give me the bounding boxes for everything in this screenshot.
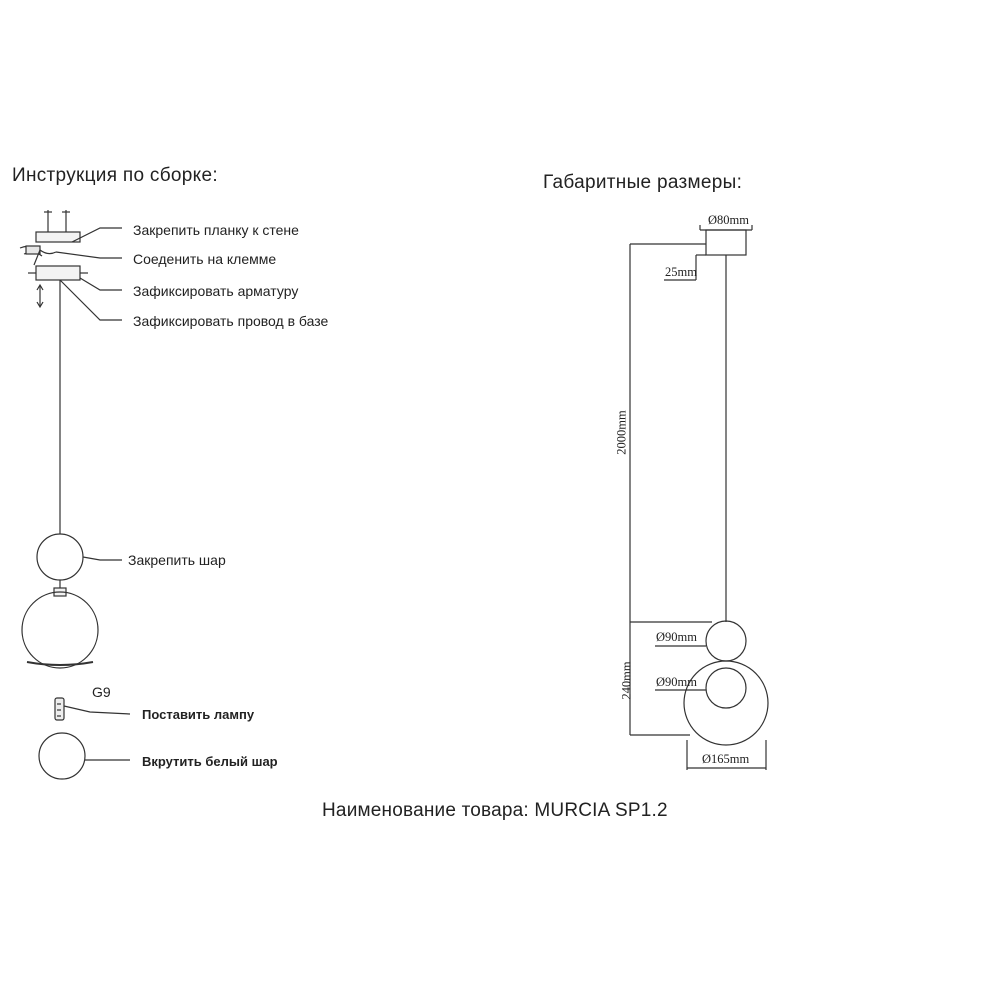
g9-lamp-icon: [54, 697, 131, 721]
canopy-height-label: 25mm: [665, 265, 697, 279]
step-mount-bar: Закрепить планку к стене: [133, 222, 299, 238]
step-screw-ball: Вкрутить белый шар: [142, 754, 278, 769]
shade-height-label: 240mm: [619, 661, 634, 700]
step-fix-wire: Зафиксировать провод в базе: [133, 313, 329, 329]
total-height-label: 2000mm: [614, 410, 629, 455]
ball-inner-diameter-label: Ø90mm: [656, 675, 697, 689]
dim-small-ball-icon: [705, 620, 747, 662]
small-ball-icon: [36, 533, 84, 581]
step-fix-ball: Закрепить шар: [128, 552, 226, 568]
step-fix-fitting: Зафиксировать арматуру: [133, 283, 299, 299]
mounting-bar-icon: [35, 210, 81, 243]
canopy-diameter-label: Ø80mm: [708, 213, 749, 227]
white-ball-icon: [38, 732, 86, 780]
dimensions-heading: Габаритные размеры:: [543, 172, 743, 193]
canopy-icon: [705, 229, 747, 256]
terminal-wires-icon: [19, 245, 57, 266]
ball-top-diameter-label: Ø90mm: [656, 630, 697, 644]
dim-shade-icon: [683, 660, 769, 746]
shade-diameter-label: Ø165mm: [702, 752, 750, 766]
step-install-lamp: Поставить лампу: [142, 707, 255, 722]
product-name: Наименование товара: MURCIA SP1.2: [322, 800, 668, 821]
glass-shade-icon: [21, 587, 99, 669]
assembly-heading: Инструкция по сборке:: [12, 165, 218, 186]
lamp-type-label: G9: [92, 684, 111, 700]
step-connect-terminal: Соеденить на клемме: [133, 251, 277, 267]
canopy-base-icon: [28, 265, 88, 309]
